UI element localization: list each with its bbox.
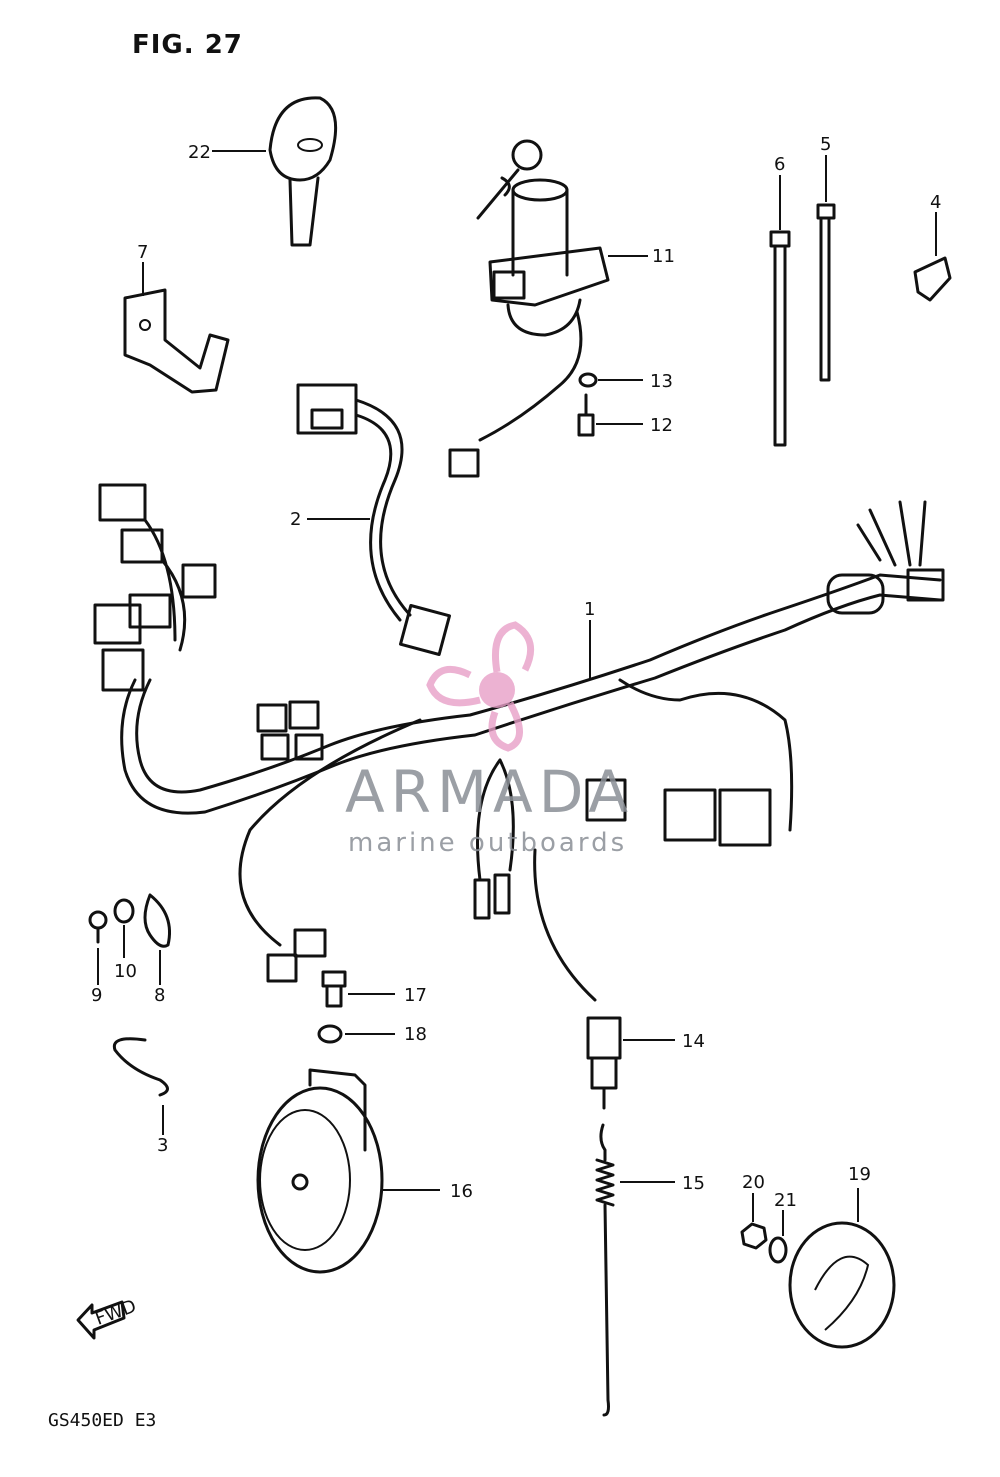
part-19-cap [788,1188,896,1349]
callout-19: 19 [848,1164,871,1185]
model-code: GS450ED E3 [48,1410,157,1431]
watermark-logo-icon [426,621,535,752]
part-10-washer [113,898,135,958]
callout-3: 3 [157,1135,168,1156]
part-21-washer [768,1210,788,1264]
fwd-label: FWD [92,1296,139,1330]
callout-14: 14 [682,1031,705,1052]
part-18-washer [317,1024,395,1044]
part-8-clip [143,893,171,985]
callout-4: 4 [930,192,941,213]
callout-18: 18 [404,1024,427,1045]
callout-9: 9 [91,985,102,1006]
fwd-arrow-icon [76,1300,126,1340]
part-7-bracket [123,262,230,394]
part-1-wiring-harness [93,483,945,983]
callout-15: 15 [682,1173,705,1194]
callout-21: 21 [774,1190,797,1211]
part-9-screw [88,910,108,985]
part-15-spring [595,1123,675,1417]
part-14-brake-switch [533,848,675,1110]
callout-5: 5 [820,134,831,155]
watermark-brand: ARMADA [345,758,635,826]
callout-22: 22 [188,142,211,163]
callout-20: 20 [742,1172,765,1193]
part-12-bolt [577,393,643,437]
part-3-clip [112,1037,169,1135]
part-5-cable-tie [816,155,836,382]
callout-12: 12 [650,415,673,436]
part-20-nut [740,1193,768,1250]
part-6-cable-tie-long [769,175,791,447]
callout-16: 16 [450,1181,473,1202]
callout-13: 13 [650,371,673,392]
figure-title: FIG. 27 [132,30,243,60]
part-4-clamp [913,212,952,302]
part-22-key [212,96,338,247]
callout-10: 10 [114,961,137,982]
callout-7: 7 [137,242,148,263]
callout-17: 17 [404,985,427,1006]
callout-1: 1 [584,599,595,620]
part-16-horn [256,1068,440,1274]
callout-6: 6 [774,154,785,175]
watermark-tagline: marine outboards [348,828,628,858]
part-17-bolt [321,970,395,1008]
callout-11: 11 [652,246,675,267]
part-13-washer [578,372,643,388]
callout-8: 8 [154,985,165,1006]
callout-2: 2 [290,509,301,530]
part-2-sub-harness [296,383,451,656]
part-11-ignition-switch [448,139,648,478]
